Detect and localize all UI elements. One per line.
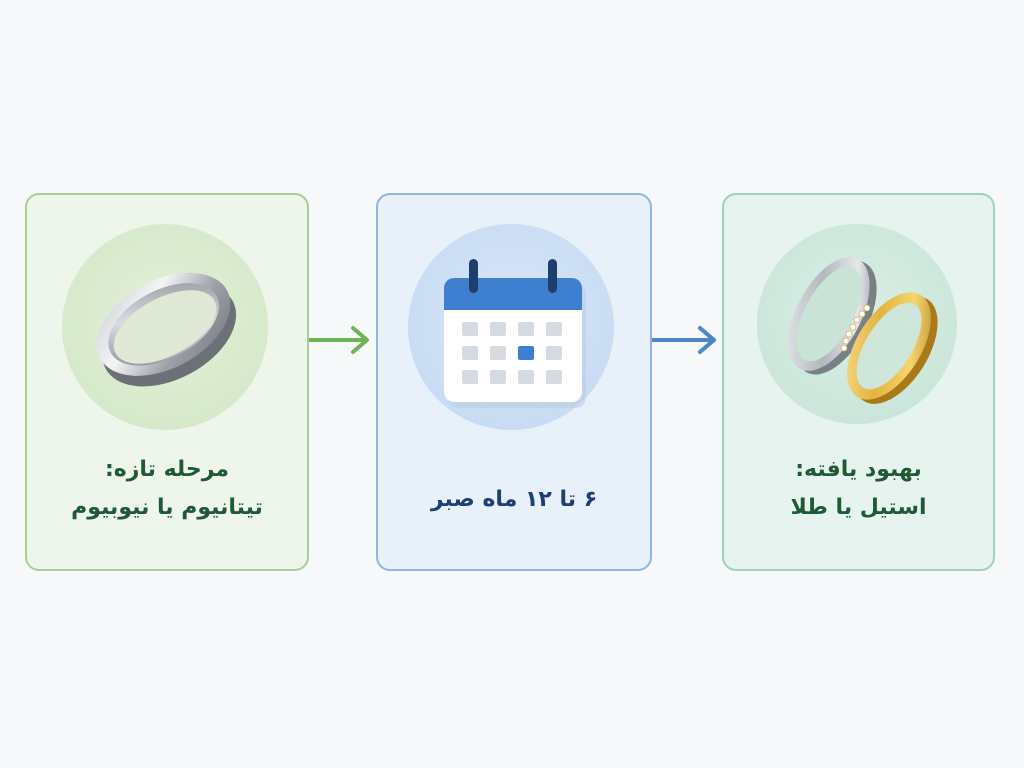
step-card-healed: بهبود یافته: استیل یا طلا	[722, 193, 995, 571]
icon-circle	[757, 224, 957, 424]
step-label: ۶ تا ۱۲ ماه صبر	[378, 481, 650, 519]
step-subtitle: تیتانیوم یا نیوبیوم	[71, 495, 263, 520]
arrow-right-icon	[309, 326, 369, 354]
step-subtitle: استیل یا طلا	[790, 495, 927, 520]
icon-circle	[408, 224, 614, 430]
step-card-wait: ۶ تا ۱۲ ماه صبر	[376, 193, 652, 571]
step-card-fresh: مرحله تازه: تیتانیوم یا نیوبیوم	[25, 193, 309, 571]
icon-circle	[62, 224, 268, 430]
step-title: ۶ تا ۱۲ ماه صبر	[430, 487, 598, 512]
calendar-icon	[444, 259, 586, 408]
steel-and-gold-rings-icon	[788, 257, 938, 404]
step-label: بهبود یافته: استیل یا طلا	[724, 451, 993, 527]
step-label: مرحله تازه: تیتانیوم یا نیوبیوم	[27, 451, 307, 527]
titanium-ring-icon	[96, 272, 237, 387]
arrow-right-icon	[652, 326, 716, 354]
step-title: مرحله تازه:	[104, 457, 230, 482]
step-title: بهبود یافته:	[795, 457, 922, 482]
